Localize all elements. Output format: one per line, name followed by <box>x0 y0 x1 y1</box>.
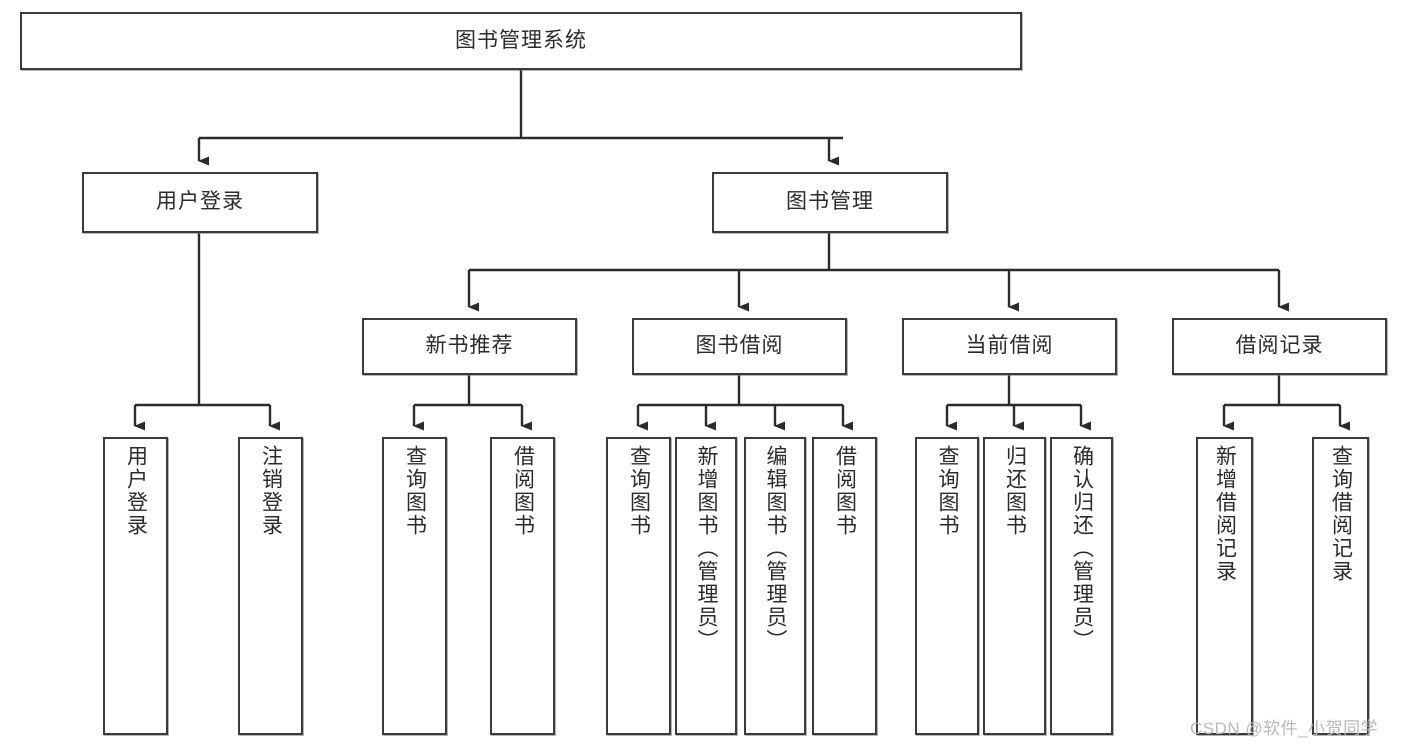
node-leaf-user-login-label: 用户登录 <box>124 445 148 537</box>
node-leaf-edit-book-label: 编辑图书（管理员） <box>764 445 788 652</box>
node-leaf-logout-login-label: 注销登录 <box>259 445 283 537</box>
node-current-borrow[interactable]: 当前借阅 <box>902 318 1117 375</box>
node-book-borrow-label: 图书借阅 <box>695 334 784 358</box>
node-leaf-confirm-return-label: 确认归还（管理员） <box>1070 445 1094 652</box>
node-current-borrow-label: 当前借阅 <box>965 334 1054 358</box>
node-leaf-query-book-1[interactable]: 查询图书 <box>382 437 447 735</box>
node-leaf-return-book[interactable]: 归还图书 <box>983 437 1046 735</box>
node-new-book-recommend[interactable]: 新书推荐 <box>362 318 577 375</box>
node-leaf-add-book[interactable]: 新增图书（管理员） <box>675 437 737 735</box>
node-leaf-add-record[interactable]: 新增借阅记录 <box>1196 437 1253 735</box>
node-root[interactable]: 图书管理系统 <box>20 12 1022 70</box>
node-root-label: 图书管理系统 <box>455 28 587 52</box>
node-book-borrow[interactable]: 图书借阅 <box>632 318 847 375</box>
node-leaf-query-record-label: 查询借阅记录 <box>1329 445 1353 583</box>
node-leaf-borrow-book-1[interactable]: 借阅图书 <box>490 437 555 735</box>
node-leaf-add-record-label: 新增借阅记录 <box>1213 445 1237 583</box>
node-leaf-logout-login[interactable]: 注销登录 <box>238 437 303 735</box>
node-leaf-add-book-label: 新增图书（管理员） <box>695 445 719 652</box>
node-borrow-record-label: 借阅记录 <box>1235 334 1324 358</box>
node-new-book-recommend-label: 新书推荐 <box>425 334 514 358</box>
node-leaf-query-book-1-label: 查询图书 <box>403 445 427 537</box>
node-book-manage-label: 图书管理 <box>786 190 874 214</box>
node-leaf-user-login[interactable]: 用户登录 <box>103 437 168 735</box>
node-leaf-query-book-2[interactable]: 查询图书 <box>606 437 671 735</box>
node-leaf-borrow-book-2[interactable]: 借阅图书 <box>812 437 877 735</box>
node-leaf-query-record[interactable]: 查询借阅记录 <box>1312 437 1369 735</box>
node-leaf-query-book-2-label: 查询图书 <box>627 445 651 537</box>
watermark-text: CSDN @软件_小贺同学 <box>1190 719 1379 738</box>
node-book-manage[interactable]: 图书管理 <box>712 172 948 233</box>
node-leaf-query-book-3-label: 查询图书 <box>936 445 960 537</box>
node-leaf-query-book-3[interactable]: 查询图书 <box>915 437 979 735</box>
node-leaf-edit-book[interactable]: 编辑图书（管理员） <box>744 437 806 735</box>
node-borrow-record[interactable]: 借阅记录 <box>1172 318 1387 375</box>
node-leaf-confirm-return[interactable]: 确认归还（管理员） <box>1050 437 1113 735</box>
node-leaf-borrow-book-2-label: 借阅图书 <box>833 445 857 537</box>
node-leaf-return-book-label: 归还图书 <box>1003 445 1027 537</box>
node-user-login-label: 用户登录 <box>156 190 244 214</box>
node-user-login[interactable]: 用户登录 <box>82 172 318 233</box>
node-leaf-borrow-book-1-label: 借阅图书 <box>511 445 535 537</box>
